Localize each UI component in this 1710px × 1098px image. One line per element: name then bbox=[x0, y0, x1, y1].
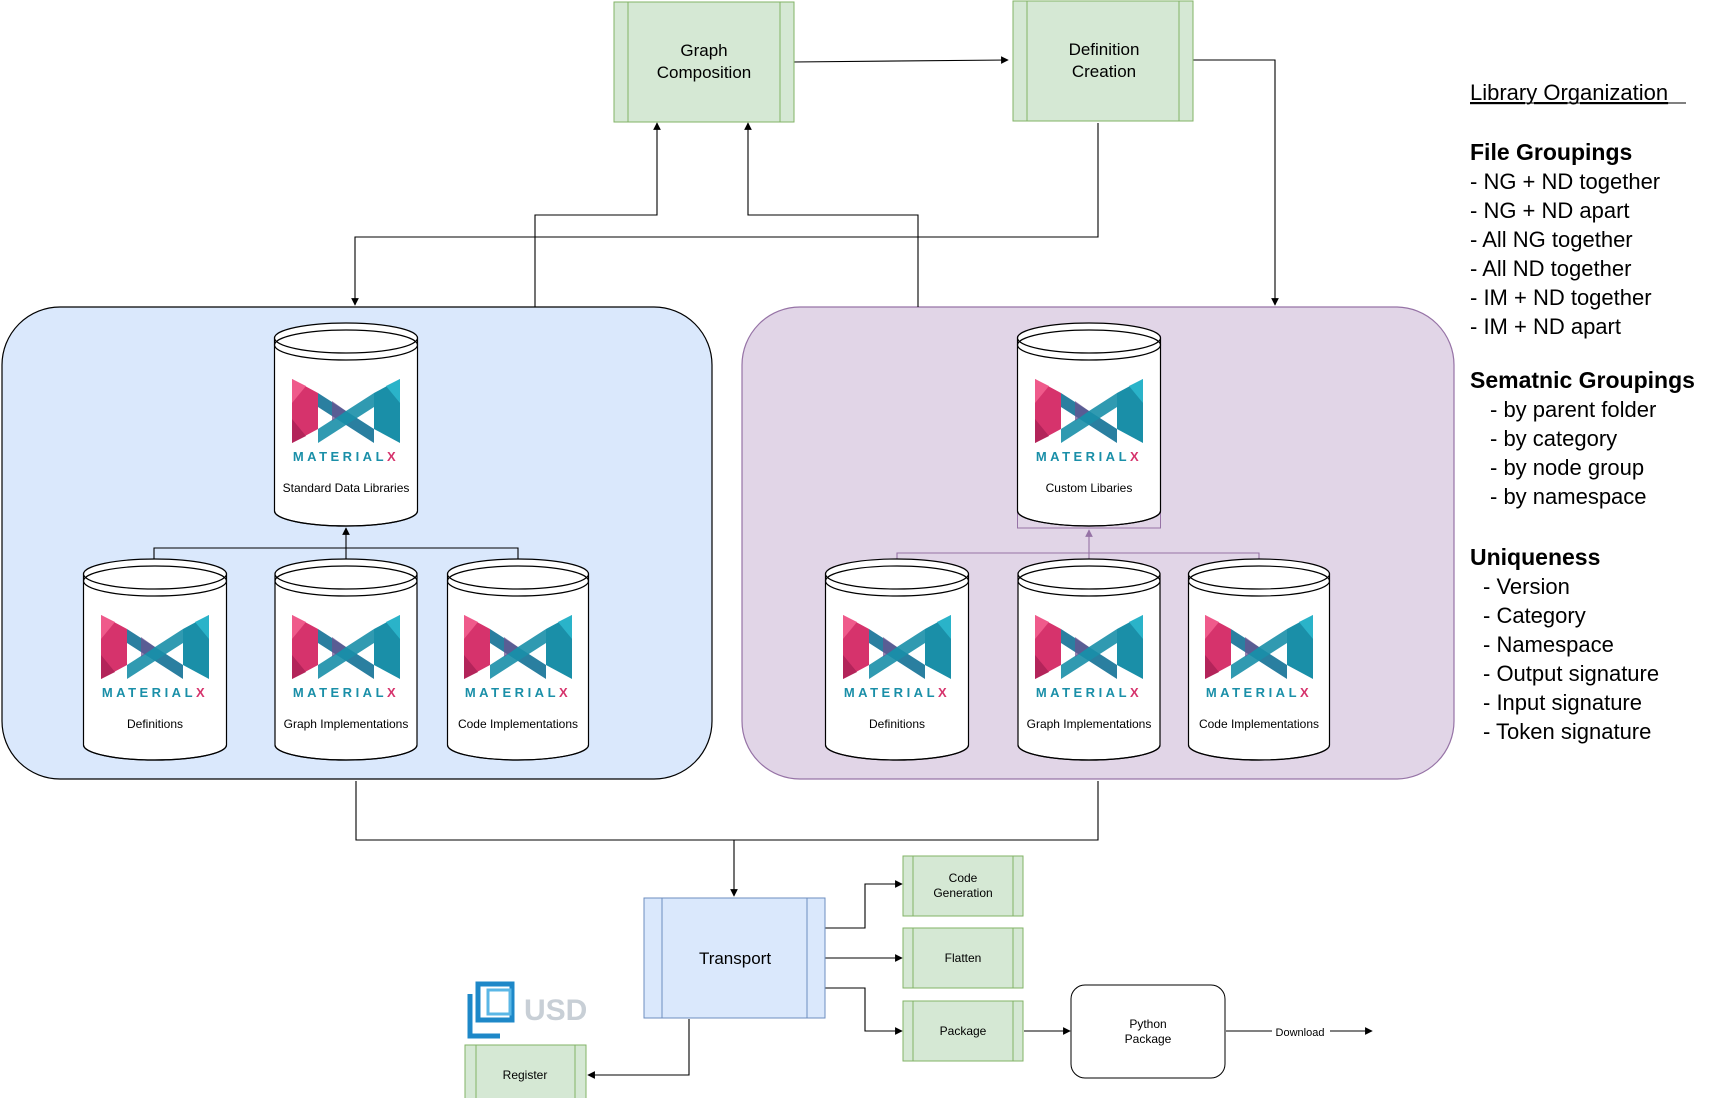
python-package-line1: Python bbox=[1129, 1017, 1166, 1031]
org-section-heading: Sematnic Groupings bbox=[1470, 367, 1695, 393]
graph-composition-box[interactable]: Graph Composition bbox=[613, 1, 795, 123]
org-section-item: - by node group bbox=[1490, 455, 1644, 480]
custom-libraries-db[interactable]: MATERIALX Custom Libaries bbox=[1016, 322, 1162, 529]
python-package-box[interactable]: Python Package bbox=[1070, 984, 1226, 1079]
usd-wordmark: USD bbox=[524, 994, 587, 1027]
org-section-item: - Category bbox=[1483, 603, 1586, 628]
db-label: Graph Implementations bbox=[284, 717, 409, 731]
code-generation-line2: Generation bbox=[933, 886, 992, 900]
org-section-item: - Input signature bbox=[1483, 690, 1642, 715]
python-package-line2: Package bbox=[1125, 1032, 1172, 1046]
usd-logo: USD bbox=[467, 981, 587, 1039]
org-section-heading: Uniqueness bbox=[1470, 544, 1600, 570]
materialx-wordmark: MATERIALX bbox=[1036, 449, 1142, 464]
flatten-label: Flatten bbox=[945, 951, 982, 965]
definition-creation-box[interactable]: Definition Creation bbox=[1012, 0, 1194, 122]
materialx-logo-icon: MATERIALX bbox=[843, 615, 951, 700]
org-section: Sematnic Groupings - by parent folder - by… bbox=[1470, 367, 1695, 509]
materialx-wordmark: MATERIALX bbox=[293, 685, 399, 700]
materialx-logo-icon: MATERIALX bbox=[1035, 615, 1143, 700]
download-label: Download bbox=[1276, 1027, 1325, 1039]
org-section-item: - Token signature bbox=[1483, 719, 1651, 744]
package-box[interactable]: Package bbox=[902, 1000, 1024, 1062]
org-section-item: - Output signature bbox=[1483, 661, 1659, 686]
package-label: Package bbox=[940, 1024, 987, 1038]
library-organization-title: Library Organization bbox=[1470, 80, 1668, 105]
db-label: Definitions bbox=[869, 717, 925, 731]
register-box[interactable]: Register bbox=[464, 1044, 587, 1098]
definition-creation-line2: Creation bbox=[1072, 62, 1136, 81]
materialx-wordmark: MATERIALX bbox=[1206, 685, 1312, 700]
definition-creation-line1: Definition bbox=[1069, 40, 1140, 59]
materialx-logo-icon: MATERIALX bbox=[292, 615, 400, 700]
standard-graph-implementations-db[interactable]: MATERIALX Graph Implementations bbox=[274, 558, 418, 761]
org-section-item: - IM + ND apart bbox=[1470, 314, 1621, 339]
materialx-logo-icon: MATERIALX bbox=[292, 379, 400, 464]
materialx-wordmark: MATERIALX bbox=[102, 685, 208, 700]
db-label: Code Implementations bbox=[458, 717, 578, 731]
db-label: Code Implementations bbox=[1199, 717, 1319, 731]
register-label: Register bbox=[503, 1068, 548, 1082]
transport-box[interactable]: Transport bbox=[643, 897, 826, 1019]
materialx-logo-icon: MATERIALX bbox=[464, 615, 572, 700]
transport-label: Transport bbox=[699, 949, 771, 968]
org-section-item: - NG + ND together bbox=[1470, 169, 1660, 194]
custom-code-implementations-db[interactable]: MATERIALX Code Implementations bbox=[1187, 558, 1331, 761]
org-section-item: - IM + ND together bbox=[1470, 285, 1652, 310]
org-section-item: - by namespace bbox=[1490, 484, 1647, 509]
materialx-logo-icon: MATERIALX bbox=[1035, 379, 1143, 464]
org-section-heading: File Groupings bbox=[1470, 139, 1632, 165]
custom-definitions-db[interactable]: MATERIALX Definitions bbox=[824, 558, 970, 761]
standard-data-libraries-db[interactable]: MATERIALX Standard Data Libraries bbox=[273, 322, 419, 527]
org-section-item: - NG + ND apart bbox=[1470, 198, 1630, 223]
code-generation-line1: Code bbox=[949, 871, 978, 885]
db-label: Graph Implementations bbox=[1027, 717, 1152, 731]
org-section-item: - All NG together bbox=[1470, 227, 1633, 252]
materialx-logo-icon: MATERIALX bbox=[1205, 615, 1313, 700]
org-section: File Groupings - NG + ND together - NG + N… bbox=[1470, 139, 1660, 339]
flatten-box[interactable]: Flatten bbox=[902, 927, 1024, 989]
materialx-wordmark: MATERIALX bbox=[844, 685, 950, 700]
db-label: Definitions bbox=[127, 717, 183, 731]
materialx-logo-icon: MATERIALX bbox=[101, 615, 209, 700]
org-section-item: - by parent folder bbox=[1490, 397, 1656, 422]
graph-composition-line2: Composition bbox=[657, 63, 752, 82]
org-section: Uniqueness - Version - Category - Namespace… bbox=[1470, 544, 1659, 744]
db-label: Standard Data Libraries bbox=[283, 481, 410, 495]
materialx-wordmark: MATERIALX bbox=[293, 449, 399, 464]
custom-graph-implementations-db[interactable]: MATERIALX Graph Implementations bbox=[1017, 558, 1161, 761]
org-section-item: - Version bbox=[1483, 574, 1570, 599]
code-generation-box[interactable]: Code Generation bbox=[902, 855, 1024, 917]
db-label: Custom Libaries bbox=[1046, 481, 1133, 495]
graph-composition-line1: Graph bbox=[680, 41, 727, 60]
org-section-item: - All ND together bbox=[1470, 256, 1631, 281]
materialx-wordmark: MATERIALX bbox=[465, 685, 571, 700]
materialx-wordmark: MATERIALX bbox=[1036, 685, 1142, 700]
org-section-item: - by category bbox=[1490, 426, 1617, 451]
org-section-item: - Namespace bbox=[1483, 632, 1614, 657]
standard-code-implementations-db[interactable]: MATERIALX Code Implementations bbox=[446, 558, 590, 761]
library-organization-panel: Library Organization File Groupings - NG … bbox=[1470, 80, 1695, 744]
standard-definitions-db[interactable]: MATERIALX Definitions bbox=[82, 558, 228, 761]
